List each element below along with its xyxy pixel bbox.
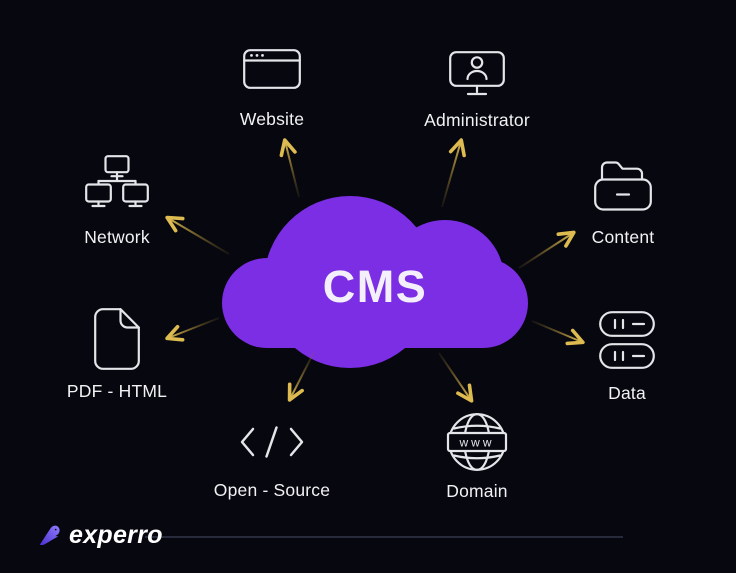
node-label-pdf-html: PDF - HTML <box>66 381 168 401</box>
server-icon <box>599 311 655 369</box>
node-administrator: Administrator <box>392 51 562 131</box>
experro-logo: experro <box>38 521 163 550</box>
www-icon-text: www <box>459 436 495 450</box>
node-label-network: Network <box>84 227 150 247</box>
browser-window-icon <box>243 49 301 89</box>
cms-cloud <box>222 196 528 368</box>
node-open-source: Open - Source <box>187 426 357 501</box>
arrow-domain <box>438 352 474 403</box>
admin-monitor-icon <box>449 51 505 97</box>
arrow-administrator <box>441 138 466 208</box>
node-label-content: Content <box>591 227 655 247</box>
node-label-data: Data <box>608 383 646 403</box>
network-icon <box>85 155 149 209</box>
node-label-website: Website <box>239 109 305 129</box>
node-label-open-source: Open - Source <box>213 480 331 500</box>
node-content: Content <box>538 156 708 248</box>
globe-www-icon: www <box>444 411 510 473</box>
experro-bird-icon <box>38 524 64 548</box>
footer-divider-line <box>145 536 623 538</box>
document-icon <box>94 308 140 370</box>
arrow-open-source <box>287 351 315 402</box>
node-label-domain: Domain <box>446 481 508 501</box>
folder-icon <box>594 156 652 212</box>
cms-cloud-title: CMS <box>322 261 428 312</box>
node-network: Network <box>32 155 202 248</box>
node-domain: www Domain <box>392 411 562 502</box>
arrow-website <box>279 138 300 198</box>
code-icon <box>239 426 305 458</box>
node-website: Website <box>187 49 357 130</box>
node-pdf-html: PDF - HTML <box>32 308 202 402</box>
brand-name: experro <box>69 521 163 549</box>
node-label-administrator: Administrator <box>424 110 530 130</box>
node-data: Data <box>542 311 712 404</box>
